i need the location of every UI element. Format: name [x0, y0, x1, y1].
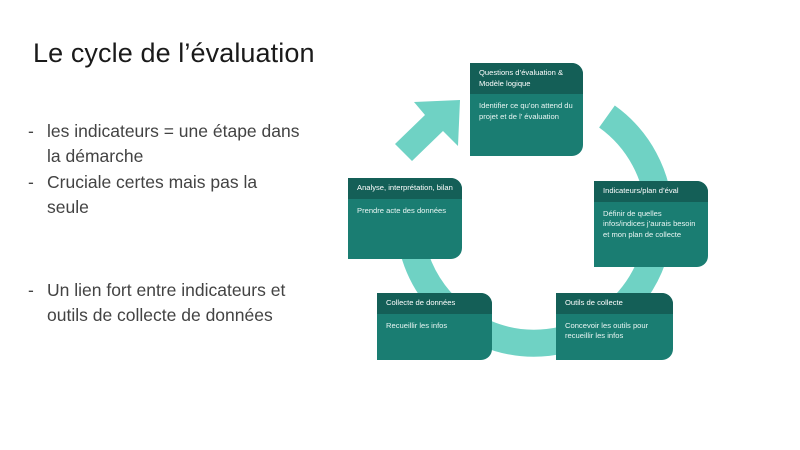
cycle-step-header: Collecte de données [377, 293, 492, 314]
list-item-text: Cruciale certes mais pas la seule [47, 172, 258, 217]
list-item: - les indicateurs = une étape dans la dé… [28, 119, 303, 169]
cycle-step-body: Concevoir les outils pour recueillir les… [565, 320, 649, 341]
cycle-step-header: Analyse, interprétation, bilan [348, 178, 462, 199]
cycle-step-body: Définir de quelles infos/indices j’aurai… [603, 208, 696, 240]
cycle-step-header: Questions d’évaluation & Modèle logique [470, 63, 583, 94]
cycle-arrow-head-icon [395, 100, 460, 161]
bullet-list-secondary: - Un lien fort entre indicateurs et outi… [28, 278, 303, 329]
cycle-step-header: Indicateurs/plan d’éval [594, 181, 708, 202]
list-item-text: Un lien fort entre indicateurs et outils… [47, 280, 286, 325]
cycle-step-body: Prendre acte des données [357, 205, 447, 215]
evaluation-cycle-diagram: Questions d’évaluation & Modèle logique … [330, 45, 730, 385]
list-item: - Cruciale certes mais pas la seule [28, 170, 303, 220]
cycle-step-collecte[interactable]: Collecte de données Recueillir les infos [377, 293, 492, 360]
page-title: Le cycle de l’évaluation [33, 38, 315, 68]
bullet-dash-icon: - [28, 121, 34, 141]
cycle-step-outils[interactable]: Outils de collecte Concevoir les outils … [556, 293, 673, 360]
cycle-step-body: Identifier ce qu’on attend du projet et … [479, 101, 573, 121]
list-item-text: les indicateurs = une étape dans la déma… [47, 121, 300, 166]
cycle-step-body: Recueillir les infos [386, 320, 448, 330]
cycle-step-analyse[interactable]: Analyse, interprétation, bilan Prendre a… [348, 178, 462, 259]
cycle-step-header: Outils de collecte [556, 293, 673, 314]
list-item: - Un lien fort entre indicateurs et outi… [28, 278, 303, 328]
bullet-dash-icon: - [28, 280, 34, 300]
bullet-dash-icon: - [28, 172, 34, 192]
cycle-step-questions[interactable]: Questions d’évaluation & Modèle logique … [470, 63, 583, 156]
cycle-step-indicateurs[interactable]: Indicateurs/plan d’éval Définir de quell… [594, 181, 708, 267]
bullet-list-primary: - les indicateurs = une étape dans la dé… [28, 119, 303, 221]
